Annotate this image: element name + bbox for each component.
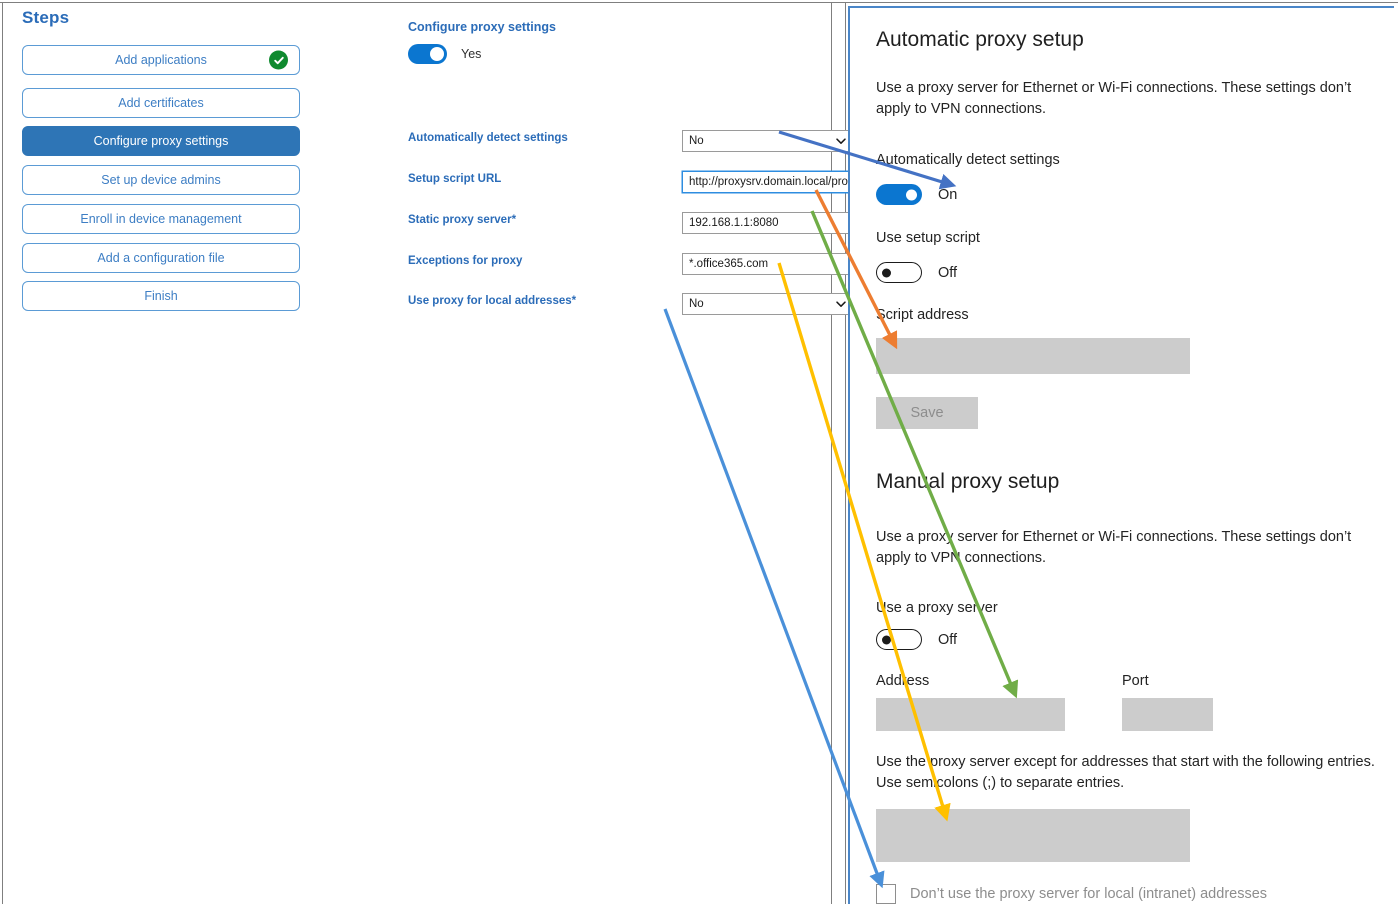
use-setup-script-toggle[interactable] — [876, 262, 922, 283]
step-label: Add a configuration file — [97, 251, 225, 265]
script-address-input[interactable] — [876, 338, 1190, 374]
configure-proxy-toggle-value: Yes — [461, 47, 482, 61]
field-use-proxy-for-local-addresses: Use proxy for local addresses* No — [408, 293, 854, 315]
field-label: Static proxy server* — [408, 214, 517, 226]
toggle-state-text: On — [938, 186, 958, 203]
toggle-state-text: Off — [938, 264, 958, 281]
use-a-proxy-server-toggle[interactable] — [876, 629, 922, 650]
use-a-proxy-server-row: Off — [876, 629, 957, 650]
field-exceptions-for-proxy: Exceptions for proxy *.office365.com — [408, 253, 896, 275]
address-label: Address — [876, 673, 930, 689]
toggle-state-text: Off — [938, 631, 958, 648]
step-add-applications[interactable]: Add applications — [22, 45, 300, 75]
field-automatically-detect-settings: Automatically detect settings No — [408, 130, 854, 152]
input-value: 192.168.1.1:8080 — [689, 217, 779, 229]
field-label: Automatically detect settings — [408, 132, 568, 144]
bypass-local-addresses-checkbox[interactable] — [876, 884, 896, 904]
address-input[interactable] — [876, 698, 1065, 731]
proxy-exceptions-description: Use the proxy server except for addresse… — [876, 754, 1375, 791]
automatically-detect-settings-label: Automatically detect settings — [876, 152, 1060, 168]
step-add-a-configuration-file[interactable]: Add a configuration file — [22, 243, 300, 273]
manual-proxy-setup-description: Use a proxy server for Ethernet or Wi-Fi… — [876, 529, 1352, 566]
automatically-detect-settings-row: On — [876, 184, 957, 205]
script-address-label: Script address — [876, 307, 969, 323]
windows-proxy-settings-panel: Automatic proxy setup Use a proxy server… — [848, 6, 1394, 904]
window-top-border — [0, 2, 1398, 3]
automatically-detect-settings-toggle[interactable] — [876, 184, 922, 205]
field-static-proxy-server: Static proxy server* 192.168.1.1:8080 — [408, 212, 896, 234]
window-left-border — [2, 2, 3, 904]
use-setup-script-label: Use setup script — [876, 230, 980, 246]
step-finish[interactable]: Finish — [22, 281, 300, 311]
use-a-proxy-server-label: Use a proxy server — [876, 600, 998, 616]
input-value: *.office365.com — [689, 258, 769, 270]
manual-proxy-setup-heading: Manual proxy setup — [876, 470, 1060, 493]
step-label: Configure proxy settings — [93, 134, 229, 148]
step-enroll-in-device-management[interactable]: Enroll in device management — [22, 204, 300, 234]
step-label: Finish — [144, 289, 178, 303]
check-circle-icon — [269, 50, 288, 70]
use-setup-script-row: Off — [876, 262, 957, 283]
automatically-detect-settings-select[interactable]: No — [682, 130, 854, 152]
configure-proxy-form: Configure proxy settings Yes Automatical… — [330, 0, 896, 904]
field-setup-script-url: Setup script URL http://proxysrv.domain.… — [408, 171, 896, 193]
step-label: Enroll in device management — [80, 212, 242, 226]
step-set-up-device-admins[interactable]: Set up device admins — [22, 165, 300, 195]
steps-title: Steps — [22, 8, 70, 27]
field-label: Use proxy for local addresses* — [408, 295, 577, 307]
step-add-certificates[interactable]: Add certificates — [22, 88, 300, 118]
port-label: Port — [1122, 673, 1149, 689]
form-title: Configure proxy settings — [408, 20, 556, 34]
select-value: No — [689, 298, 704, 310]
configure-proxy-toggle-row: Yes — [408, 44, 481, 64]
port-input[interactable] — [1122, 698, 1213, 731]
chevron-down-icon — [835, 135, 847, 147]
field-label: Setup script URL — [408, 173, 502, 185]
input-value: http://proxysrv.domain.local/proxy.pa — [689, 176, 875, 188]
automatic-proxy-setup-heading: Automatic proxy setup — [876, 28, 1084, 51]
field-label: Exceptions for proxy — [408, 255, 523, 267]
configure-proxy-toggle[interactable] — [408, 44, 447, 64]
use-proxy-for-local-addresses-select[interactable]: No — [682, 293, 854, 315]
bypass-local-addresses-label: Don’t use the proxy server for local (in… — [910, 886, 1268, 902]
save-button[interactable]: Save — [876, 397, 978, 429]
select-value: No — [689, 135, 704, 147]
step-label: Add applications — [115, 53, 207, 67]
step-configure-proxy-settings[interactable]: Configure proxy settings — [22, 126, 300, 156]
steps-panel: Steps Add applications Add certificates … — [0, 0, 330, 904]
automatic-proxy-setup-description: Use a proxy server for Ethernet or Wi-Fi… — [876, 80, 1352, 117]
step-label: Add certificates — [118, 96, 204, 110]
chevron-down-icon — [835, 298, 847, 310]
proxy-exceptions-input[interactable] — [876, 809, 1190, 862]
bypass-local-addresses-row: Don’t use the proxy server for local (in… — [876, 884, 1267, 904]
step-label: Set up device admins — [101, 173, 221, 187]
